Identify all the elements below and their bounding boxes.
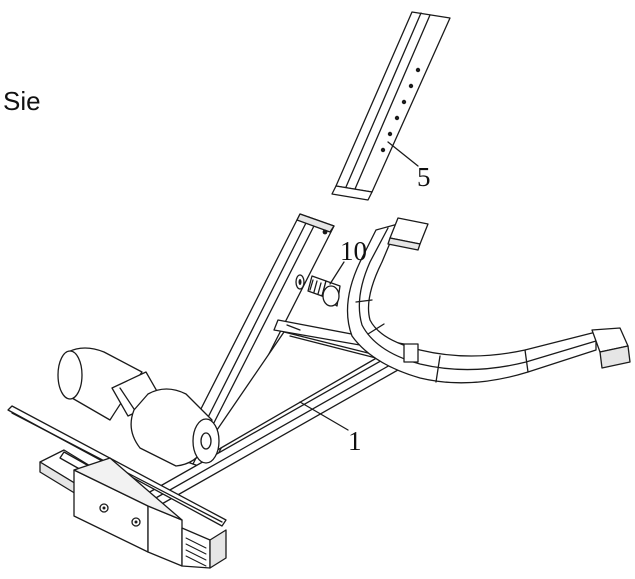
part-10-bolt [295, 261, 345, 307]
part-10-leader [329, 261, 345, 285]
callout-part-10: 10 [340, 236, 367, 266]
callout-part-5: 5 [417, 162, 431, 192]
intro-text: Sie [3, 86, 41, 116]
base-foot [7, 405, 227, 569]
callout-part-1: 1 [348, 426, 362, 456]
part-5-tube [331, 11, 451, 201]
part-1-leader [299, 401, 349, 431]
foot-rollers [57, 347, 220, 467]
u-handle [346, 217, 631, 384]
part-5-leader [387, 141, 419, 167]
part-1-frame [147, 213, 421, 506]
